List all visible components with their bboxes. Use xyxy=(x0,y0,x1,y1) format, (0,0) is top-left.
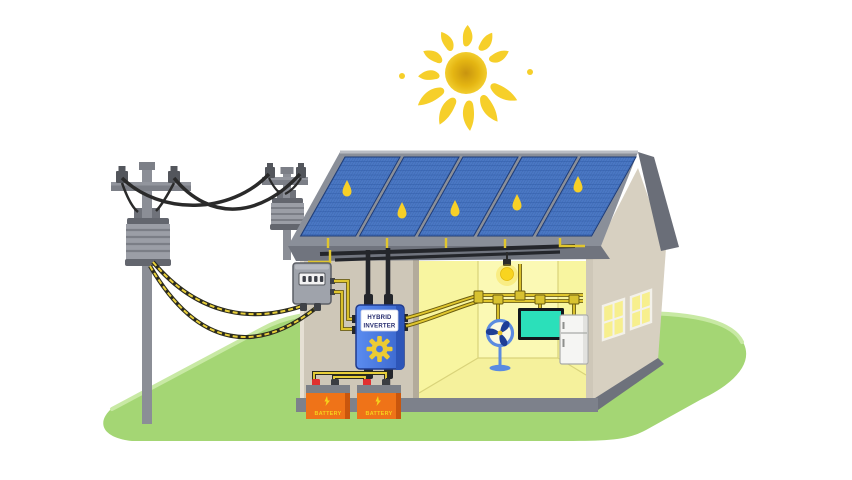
utility-pole-right xyxy=(262,163,308,260)
gear-icon xyxy=(366,336,393,362)
bulb-icon xyxy=(500,267,514,281)
conduit-junctions xyxy=(473,290,580,305)
sun xyxy=(399,24,533,132)
gable-wall xyxy=(592,168,666,402)
solar-panel xyxy=(535,156,637,237)
wall-strip-right xyxy=(586,259,593,402)
solar-panel xyxy=(417,156,519,237)
window-right xyxy=(629,288,653,331)
pv-string-wiring xyxy=(308,238,585,264)
inverter-label-line2: INVERTER xyxy=(364,324,396,330)
house xyxy=(288,150,679,412)
meter-display xyxy=(298,272,326,286)
fan-blades-icon xyxy=(485,321,510,347)
room-conduits xyxy=(405,264,583,328)
tv-screen xyxy=(521,311,561,337)
hybrid-inverter: HYBRID INVERTER xyxy=(352,294,408,379)
television xyxy=(518,308,564,340)
refrigerator xyxy=(559,314,589,365)
service-cables xyxy=(148,260,318,340)
ceiling-light xyxy=(496,252,518,286)
battery-label: BATTERY xyxy=(366,411,393,417)
energy-meter xyxy=(292,262,335,311)
lightning-icon xyxy=(375,396,381,406)
transformer-left xyxy=(125,208,171,266)
sun-core xyxy=(445,52,487,94)
lightning-icon xyxy=(324,396,330,406)
solar-panel xyxy=(299,156,401,237)
utility-pole-left xyxy=(111,162,191,424)
sun-rays xyxy=(399,24,533,132)
roof-far-slope xyxy=(638,152,679,251)
foundation-right xyxy=(592,358,664,410)
wall-cut-edge-left xyxy=(413,259,419,400)
solar-panel-array xyxy=(299,156,637,237)
window-left xyxy=(601,297,626,342)
inverter-label-plate xyxy=(360,309,399,332)
battery-label: BATTERY xyxy=(315,411,342,417)
transformer-right xyxy=(270,190,305,230)
power-lines xyxy=(120,172,302,213)
solar-panel xyxy=(476,156,578,237)
battery-left: BATTERY xyxy=(306,379,350,419)
panel-sun-glints xyxy=(342,176,583,219)
inverter-label-line1: HYBRID xyxy=(367,315,392,321)
pedestal-fan xyxy=(485,318,515,372)
battery-right: BATTERY xyxy=(357,379,401,419)
pv-dc-cables xyxy=(365,248,391,300)
solar-panel xyxy=(358,156,460,237)
